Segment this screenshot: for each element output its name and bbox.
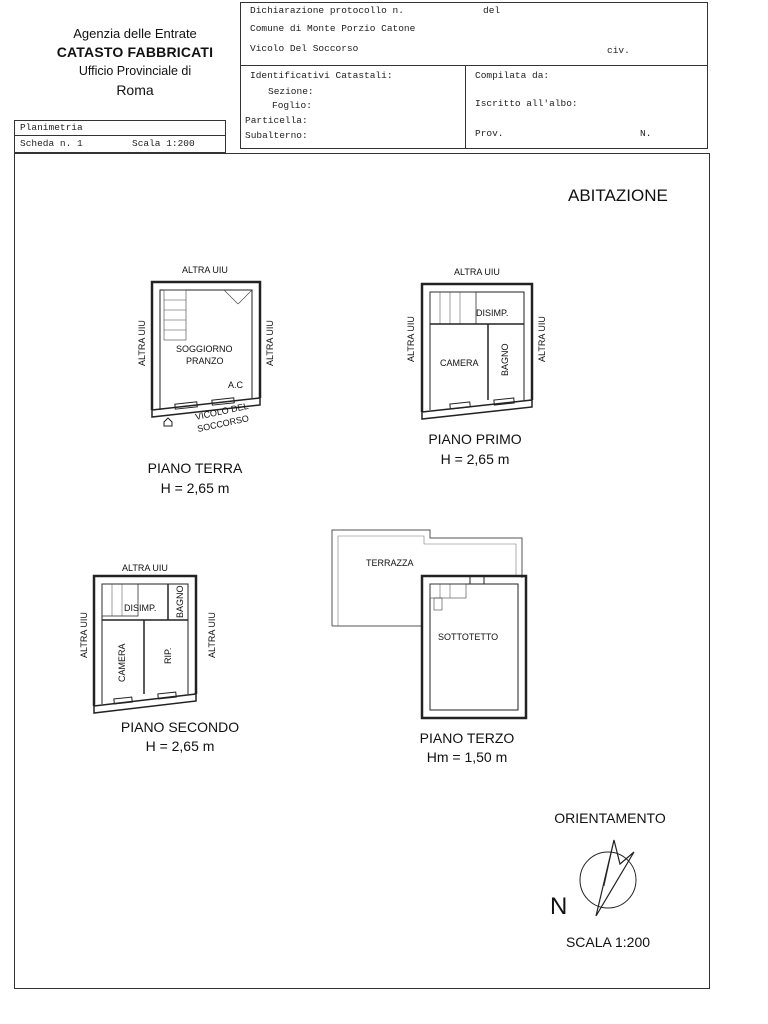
primo-room-disimp: DISIMP.	[476, 308, 508, 318]
primo-room-camera: CAMERA	[440, 358, 479, 368]
primo-height: H = 2,65 m	[440, 451, 510, 467]
foglio-label: Foglio:	[272, 100, 312, 111]
compilata-label: Compilata da:	[475, 70, 550, 81]
primo-altra-top: ALTRA UIU	[454, 267, 500, 277]
plan-piano-terzo: TERRAZZA SOTTOTETTO	[331, 529, 528, 720]
secondo-room-camera: CAMERA	[117, 643, 127, 682]
secondo-altra-right: ALTRA UIU	[207, 612, 217, 658]
secondo-title: PIANO SECONDO	[120, 719, 240, 735]
ufficio-city: Roma	[116, 82, 154, 98]
civ-label: civ.	[607, 45, 630, 56]
terra-room-soggiorno: SOGGIORNO	[176, 344, 233, 354]
north-compass-icon	[579, 839, 637, 917]
scheda-box	[14, 120, 226, 153]
scheda-scale: Scala 1:200	[132, 138, 195, 149]
entrance-arrow-icon	[163, 417, 173, 427]
sheet-title: ABITAZIONE	[568, 186, 668, 205]
north-letter: N	[550, 893, 568, 920]
secondo-height: H = 2,65 m	[145, 738, 215, 754]
comune-text: Comune di Monte Porzio Catone	[250, 23, 416, 34]
scheda-number: Scheda n. 1	[20, 138, 83, 149]
primo-title: PIANO PRIMO	[428, 431, 522, 447]
catasto-title: CATASTO FABBRICATI	[56, 44, 214, 60]
identifiers-box	[240, 65, 708, 149]
terzo-height: Hm = 1,50 m	[426, 749, 508, 765]
scheda-divider	[14, 135, 225, 136]
n-label: N.	[640, 128, 652, 139]
primo-altra-right: ALTRA UIU	[537, 316, 547, 362]
prov-label: Prov.	[475, 128, 504, 139]
primo-room-bagno: BAGNO	[500, 343, 510, 376]
secondo-room-bagno: BAGNO	[175, 585, 185, 618]
secondo-room-disimp: DISIMP.	[124, 603, 156, 613]
terzo-room-sottotetto: SOTTOTETTO	[438, 632, 498, 642]
terra-ac-label: A.C	[228, 380, 244, 390]
plan-piano-terra: ALTRA UIU SOGGIORNO PRANZO A.C ALTRA UIU…	[137, 265, 275, 434]
terra-altra-left: ALTRA UIU	[137, 320, 147, 366]
plan-piano-secondo: ALTRA UIU DISIMP. BAGNO CAMERA RIP. ALTR…	[79, 563, 217, 714]
terzo-room-terrazza: TERRAZZA	[366, 558, 414, 568]
sezione-label: Sezione:	[268, 86, 314, 97]
secondo-room-rip: RIP.	[163, 648, 173, 664]
protocollo-label: Dichiarazione protocollo n.	[250, 5, 404, 16]
scale-label: SCALA 1:200	[565, 934, 651, 950]
primo-altra-left: ALTRA UIU	[406, 316, 416, 362]
subalterno-label: Subalterno:	[245, 130, 308, 141]
del-label: del	[483, 5, 501, 16]
secondo-altra-left: ALTRA UIU	[79, 612, 89, 658]
terra-title: PIANO TERRA	[147, 460, 243, 476]
terra-room-pranzo: PRANZO	[186, 356, 224, 366]
planimetria-label: Planimetria	[20, 122, 83, 133]
address-text: Vicolo Del Soccorso	[250, 43, 359, 54]
orientamento-label: ORIENTAMENTO	[554, 810, 666, 826]
agency-name: Agenzia delle Entrate	[73, 26, 197, 41]
drawing-frame	[14, 153, 710, 989]
identifiers-divider	[465, 65, 466, 148]
iscritto-label: Iscritto all'albo:	[475, 98, 578, 109]
secondo-altra-top: ALTRA UIU	[122, 563, 168, 573]
terzo-title: PIANO TERZO	[419, 730, 515, 746]
terra-height: H = 2,65 m	[160, 480, 230, 496]
identificativi-label: Identificativi Catastali:	[250, 70, 393, 81]
terra-altra-top: ALTRA UIU	[182, 265, 228, 275]
ufficio-label: Ufficio Provinciale di	[78, 64, 192, 78]
terra-altra-right: ALTRA UIU	[265, 320, 275, 366]
plan-piano-primo: ALTRA UIU DISIMP. CAMERA BAGNO ALTRA UIU…	[406, 267, 547, 420]
particella-label: Particella:	[245, 115, 308, 126]
